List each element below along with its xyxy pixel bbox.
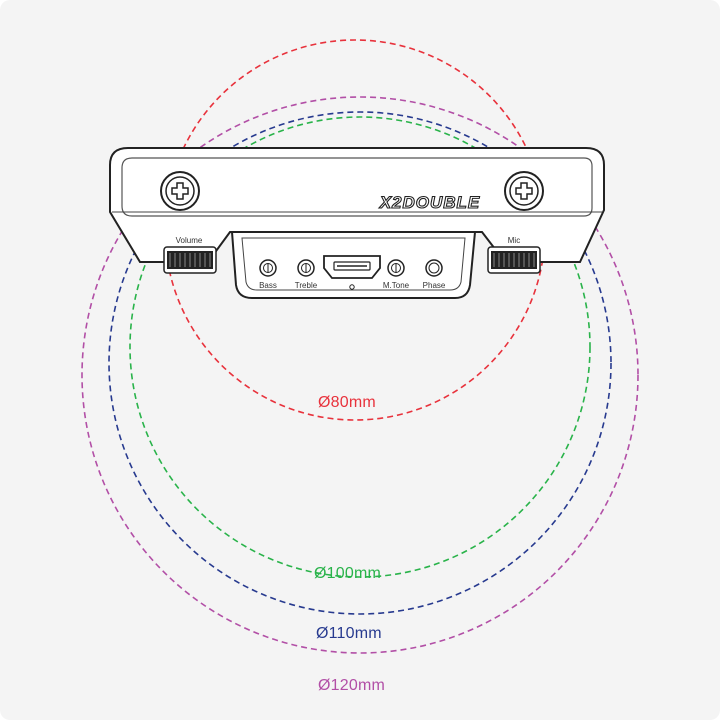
screw-left-icon [160, 171, 200, 211]
mtone-label: M.Tone [383, 281, 410, 290]
mtone-pot-icon [387, 259, 405, 277]
bass-pot-icon [259, 259, 277, 277]
bass-label: Bass [259, 281, 277, 290]
mic-label: Mic [508, 236, 520, 245]
circle-120mm [81, 96, 639, 654]
phase-label: Phase [423, 281, 446, 290]
circle-110mm [108, 111, 612, 615]
diameter-label-80mm: Ø80mm [318, 394, 376, 411]
volume-label: Volume [176, 236, 203, 245]
led-indicator-icon [349, 284, 355, 290]
phase-button-icon [425, 259, 443, 277]
treble-label: Treble [295, 281, 318, 290]
mic-knob [487, 246, 541, 274]
control-panel-inner [241, 237, 466, 291]
screw-right-icon [504, 171, 544, 211]
circles-group [81, 39, 639, 654]
volume-knob [163, 246, 217, 274]
diameter-label-110mm: Ø110mm [316, 625, 382, 642]
pickup-device: X2DOUBLE Volume [109, 147, 605, 299]
brand-logo: X2DOUBLE [379, 193, 481, 212]
treble-pot-icon [297, 259, 315, 277]
circle-100mm [129, 116, 591, 578]
diameter-label-120mm: Ø120mm [318, 677, 385, 694]
usb-port-icon [323, 255, 381, 279]
housing-top-face [121, 157, 593, 217]
diameter-label-100mm: Ø100mm [314, 565, 381, 582]
